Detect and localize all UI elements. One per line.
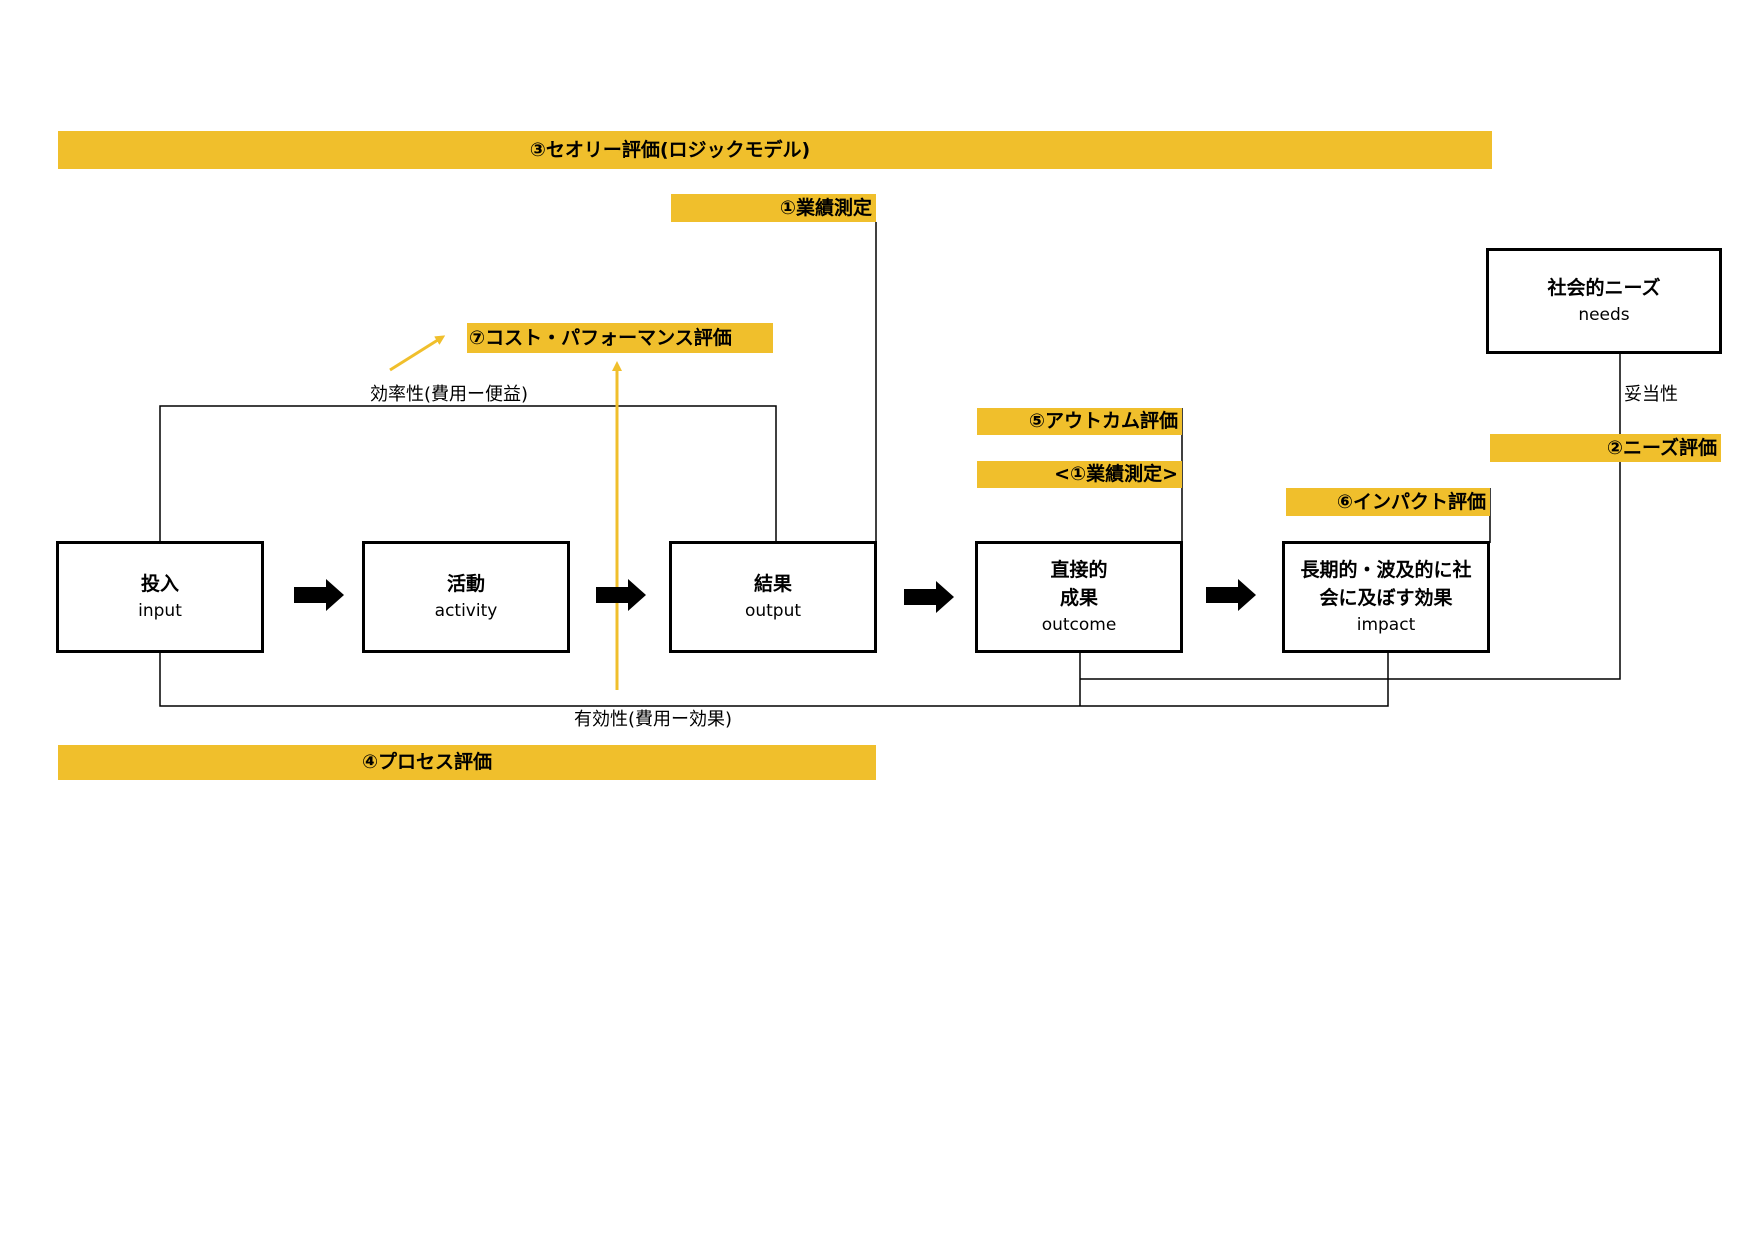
input-box: 投入 input [56,541,264,653]
outcome-label-jp-1: 直接的 [1050,559,1108,581]
cost-performance-label: ⑦コスト・パフォーマンス評価 [469,326,732,349]
outcome-evaluation-band: ⑤アウトカム評価 [977,408,1182,435]
process-evaluation-band: ④プロセス評価 [58,745,876,780]
effectiveness-label: 有効性(費用ー効果) [574,709,733,730]
output-label-jp: 結果 [753,573,792,595]
output-box: 結果 output [669,541,877,653]
activity-label-jp: 活動 [446,573,485,595]
impact-evaluation-label: ⑥インパクト評価 [1336,490,1486,513]
measurement-label: ①業績測定 [779,196,872,219]
outcome-label-en: outcome [1041,615,1117,635]
impact-evaluation-band: ⑥インパクト評価 [1286,488,1490,516]
cost-performance-arrow-diagonal [389,335,446,372]
activity-box: 活動 activity [362,541,570,653]
efficiency-bracket-line [159,405,777,543]
needs-label-en: needs [1578,305,1630,325]
relevance-line [1080,354,1621,680]
needs-evaluation-label: ②ニーズ評価 [1606,436,1717,459]
impact-label-jp-1: 長期的・波及的に社 [1300,559,1472,581]
arrow-right-icon [596,579,646,611]
outcome-evaluation-label: ⑤アウトカム評価 [1028,410,1178,432]
outcome-box: 直接的 成果 outcome [975,541,1183,653]
outcome-label-jp-2: 成果 [1059,587,1098,609]
arrow-right-icon [904,581,954,613]
measurement-bracket-label: <①業績測定> [1054,463,1178,485]
efficiency-label: 効率性(費用ー便益) [370,384,529,405]
output-label-en: output [744,601,802,621]
measurement-bracket-band: <①業績測定> [977,461,1182,488]
impact-label-jp-2: 会に及ぼす効果 [1319,587,1453,609]
impact-label-en: impact [1356,615,1416,635]
impact-box: 長期的・波及的に社 会に及ぼす効果 impact [1282,541,1490,653]
arrow-right-icon [294,579,344,611]
needs-evaluation-band: ②ニーズ評価 [1490,434,1721,462]
input-label-jp: 投入 [140,573,179,595]
cost-performance-band: ⑦コスト・パフォーマンス評価 [467,323,773,353]
input-label-en: input [138,601,182,621]
measurement-band: ①業績測定 [671,194,876,222]
process-evaluation-label: ④プロセス評価 [361,751,493,773]
activity-label-en: activity [434,601,498,621]
theory-evaluation-label: ③セオリー評価(ロジックモデル) [529,138,811,161]
needs-box: 社会的ニーズ needs [1486,248,1722,354]
arrow-right-icon [1206,579,1256,611]
needs-label-jp: 社会的ニーズ [1547,277,1661,299]
theory-evaluation-band: ③セオリー評価(ロジックモデル) [58,131,1492,169]
relevance-label: 妥当性 [1624,384,1678,405]
